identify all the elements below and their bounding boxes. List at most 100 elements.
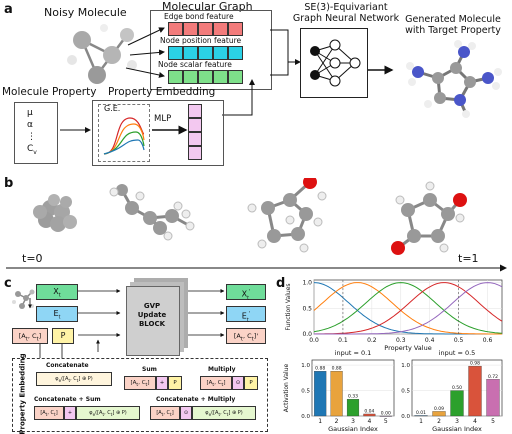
bar-value-label: 0.50 bbox=[452, 385, 462, 391]
x-axis-label: Property Value bbox=[384, 344, 431, 352]
bar-x-tick-label: 1 bbox=[318, 418, 322, 425]
molecular-graph-box bbox=[150, 10, 272, 90]
gaussian-series-2 bbox=[313, 282, 502, 335]
gvp-update-block-label: GVP Update BLOCK bbox=[126, 302, 178, 329]
concat-multiply-formula: [At, Ct] ⊙ φe([At, Ct] ⊕ P) bbox=[150, 406, 256, 420]
gaussian-series-5 bbox=[314, 282, 503, 335]
concatenate-formula: φe([At, Ct] ⊕ P) bbox=[36, 372, 112, 386]
panel-label-a: a bbox=[4, 2, 13, 17]
property-embedding-label: Property Embedding bbox=[108, 86, 216, 98]
bar-x-axis-label: Gaussian Index bbox=[328, 425, 378, 433]
bar-3 bbox=[450, 390, 464, 417]
bar-y-tick-label: 0.5 bbox=[401, 389, 410, 395]
noisy-molecule-image bbox=[67, 24, 137, 84]
bar-value-label: 0.98 bbox=[470, 361, 480, 367]
bar-x-tick-label: 2 bbox=[335, 418, 339, 425]
property-embedding-vertical-label: Property Embedding bbox=[18, 353, 27, 434]
bar-value-label: 0.09 bbox=[434, 406, 444, 412]
x-tick-label: 0.6 bbox=[483, 337, 493, 344]
bar-1 bbox=[314, 371, 327, 417]
generated-molecule-image bbox=[406, 40, 502, 118]
sum-label: Sum bbox=[142, 366, 157, 373]
bar-x-tick-label: 5 bbox=[491, 418, 495, 425]
panel-a-connectors bbox=[60, 27, 394, 135]
molecule-intermediate-1 bbox=[109, 184, 195, 241]
gnn-title-line2: Graph Neural Network bbox=[292, 13, 400, 24]
y-tick-label: 1.0 bbox=[302, 280, 312, 287]
property-embedding-box bbox=[92, 100, 224, 166]
bar-x-axis-label: Gaussian Index bbox=[432, 425, 482, 433]
bar-3 bbox=[346, 399, 360, 417]
y-axis-label: Function Values bbox=[285, 283, 292, 330]
bar-y-tick-label: 0.0 bbox=[301, 414, 310, 420]
property-alpha: α bbox=[27, 120, 33, 130]
ac-output-box: [At, Ct]' bbox=[226, 328, 266, 344]
bar-value-label: 0.88 bbox=[332, 366, 342, 372]
et-input-box: Et bbox=[36, 306, 78, 322]
bar-y-axis-label: Activation Value bbox=[283, 363, 290, 412]
generated-molecule-title: Generated Molecule with Target Property bbox=[398, 14, 508, 36]
edge-bond-feature-label: Edge bond feature bbox=[164, 12, 234, 21]
property-embedding-vector bbox=[188, 104, 202, 160]
bar-x-tick-label: 4 bbox=[367, 418, 371, 425]
gvp-label-line3: BLOCK bbox=[138, 320, 166, 328]
molecule-property-label: Molecule Property bbox=[2, 86, 97, 98]
gnn-box bbox=[300, 28, 368, 98]
molecule-t1 bbox=[391, 181, 467, 255]
molecule-intermediate-2 bbox=[247, 178, 327, 253]
neural-network-icon bbox=[310, 39, 361, 87]
property-mu: μ bbox=[27, 108, 33, 118]
molecular-graph-label: Molecular Graph bbox=[162, 0, 253, 13]
bar-chart-title: input = 0.1 bbox=[335, 349, 372, 357]
bar-4 bbox=[468, 365, 482, 417]
concat-sum-formula: [At, Ct] + φe([At, Ct] ⊕ P) bbox=[34, 406, 140, 420]
gaussian-expansion-box bbox=[98, 104, 150, 162]
bar-5 bbox=[379, 415, 392, 417]
concat-multiply-label: Concatenate + Multiply bbox=[156, 396, 236, 403]
generated-title-line1: Generated Molecule bbox=[405, 14, 501, 25]
node-scalar-feature-vector bbox=[168, 70, 243, 84]
concat-sum-label: Concatenate + Sum bbox=[34, 396, 101, 403]
bar-1 bbox=[414, 415, 428, 417]
molecule-property-box: μ α ⋮ Cv bbox=[14, 102, 58, 164]
panel-label-d: d bbox=[276, 276, 286, 291]
gaussian-series-3 bbox=[313, 282, 503, 334]
panel-label-c: c bbox=[4, 276, 12, 291]
bar-value-label: 0.00 bbox=[381, 411, 391, 417]
generated-title-line2: with Target Property bbox=[405, 25, 501, 36]
time-label-t1: t=1 bbox=[458, 252, 479, 265]
x-tick-label: 0.5 bbox=[454, 337, 464, 344]
panel-c-connectors bbox=[28, 289, 225, 358]
node-scalar-feature-label: Node scalar feature bbox=[158, 60, 232, 69]
x-tick-label: 0.3 bbox=[396, 337, 406, 344]
bar-x-tick-label: 3 bbox=[455, 418, 459, 425]
x-tick-label: 0.1 bbox=[338, 337, 348, 344]
gaussian-series-4 bbox=[313, 282, 503, 335]
bar-x-tick-label: 1 bbox=[419, 418, 423, 425]
y-tick-label: 0.5 bbox=[302, 305, 312, 312]
bar-4 bbox=[363, 413, 376, 417]
bar-y-tick-label: 1.0 bbox=[401, 363, 410, 369]
multiply-label: Multiply bbox=[208, 366, 236, 373]
panel-label-b: b bbox=[4, 176, 14, 191]
ac-input-box: [At, Ct] bbox=[12, 328, 48, 344]
bar-value-label: 0.04 bbox=[364, 408, 374, 414]
p-input-box: P bbox=[52, 328, 74, 344]
gnn-title: SE(3)-Equivariant Graph Neural Network bbox=[286, 2, 406, 24]
time-label-t0: t=0 bbox=[22, 252, 43, 265]
x-tick-label: 0.4 bbox=[425, 337, 435, 344]
gnn-title-line1: SE(3)-Equivariant bbox=[304, 2, 388, 13]
molecule-t0 bbox=[33, 194, 77, 232]
gvp-update-block bbox=[126, 286, 180, 356]
property-dots: ⋮ bbox=[27, 132, 36, 142]
x-tick-label: 0.0 bbox=[309, 337, 319, 344]
bar-chart-title: input = 0.5 bbox=[439, 349, 476, 357]
mlp-label: MLP bbox=[154, 114, 172, 124]
bar-value-label: 0.33 bbox=[348, 394, 358, 400]
bar-value-label: 0.88 bbox=[315, 366, 325, 372]
bar-y-tick-label: 0.5 bbox=[301, 389, 310, 395]
edge-bond-feature-vector bbox=[168, 22, 243, 36]
bar-value-label: 0.01 bbox=[416, 410, 426, 416]
gaussian-curves-icon bbox=[103, 117, 145, 155]
